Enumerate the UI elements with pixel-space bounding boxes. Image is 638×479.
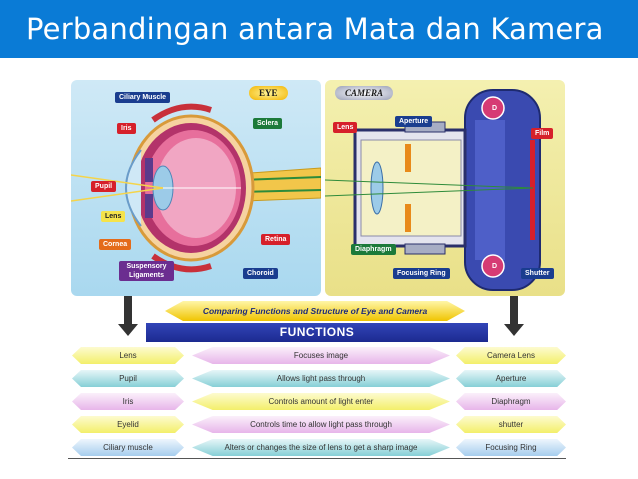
camera-part-cell: Camera Lens xyxy=(456,347,566,364)
eye-part-cell: Iris xyxy=(72,393,184,410)
eye-part-cell: Ciliary muscle xyxy=(72,439,184,456)
eye-badge: EYE xyxy=(249,86,288,100)
label-sclera: Sclera xyxy=(253,118,283,129)
function-cell: Alters or changes the size of lens to ge… xyxy=(192,439,450,456)
function-cell: Controls amount of light enter xyxy=(192,393,450,410)
down-arrow-left xyxy=(118,296,138,336)
eye-part-cell: Lens xyxy=(72,347,184,364)
camera-part-cell: Diaphragm xyxy=(456,393,566,410)
label-ciliary-muscle: Ciliary Muscle xyxy=(115,92,171,103)
label-suspensory-ligaments: Suspensory Ligaments xyxy=(119,261,174,281)
functions-header: FUNCTIONS xyxy=(146,323,488,342)
eye-part-cell: Pupil xyxy=(72,370,184,387)
function-cell: Focuses image xyxy=(192,347,450,364)
label-d-bottom: D xyxy=(492,263,498,270)
camera-diagram-panel: CAMERA Lens Aperture Film Diaphragm Focu… xyxy=(325,80,565,296)
camera-part-cell: Focusing Ring xyxy=(456,439,566,456)
bottom-divider xyxy=(68,458,566,459)
label-choroid: Choroid xyxy=(243,268,278,279)
slide-title: Perbandingan antara Mata dan Kamera xyxy=(0,0,638,58)
comparison-row: Pupil Allows light pass through Aperture xyxy=(72,370,566,387)
label-retina: Retina xyxy=(261,234,291,245)
comparison-banner: Comparing Functions and Structure of Eye… xyxy=(165,301,465,321)
label-film: Film xyxy=(531,128,554,139)
label-lens: Lens xyxy=(101,211,126,222)
label-aperture: Aperture xyxy=(395,116,433,127)
function-cell: Allows light pass through xyxy=(192,370,450,387)
label-focusing-ring: Focusing Ring xyxy=(393,268,450,279)
function-cell: Controls time to allow light pass throug… xyxy=(192,416,450,433)
eye-illustration xyxy=(71,103,321,273)
comparison-row: Eyelid Controls time to allow light pass… xyxy=(72,416,566,433)
eye-part-cell: Eyelid xyxy=(72,416,184,433)
label-pupil: Pupil xyxy=(91,181,117,192)
comparison-row: Iris Controls amount of light enter Diap… xyxy=(72,393,566,410)
down-arrow-right xyxy=(504,296,524,336)
label-d-top: D xyxy=(492,105,498,112)
camera-part-cell: Aperture xyxy=(456,370,566,387)
comparison-row: Lens Focuses image Camera Lens xyxy=(72,347,566,364)
label-iris: Iris xyxy=(117,123,136,134)
label-cornea: Cornea xyxy=(99,239,132,250)
label-shutter: Shutter xyxy=(521,268,554,279)
eye-diagram-panel: EYE Ciliary Muscle Iris Sclera Pupil Len… xyxy=(71,80,321,296)
camera-illustration xyxy=(325,89,541,291)
label-diaphragm: Diaphragm xyxy=(351,244,396,255)
comparison-row: Ciliary muscle Alters or changes the siz… xyxy=(72,439,566,456)
label-camera-lens: Lens xyxy=(333,122,358,133)
camera-part-cell: shutter xyxy=(456,416,566,433)
camera-badge: CAMERA xyxy=(335,86,394,100)
